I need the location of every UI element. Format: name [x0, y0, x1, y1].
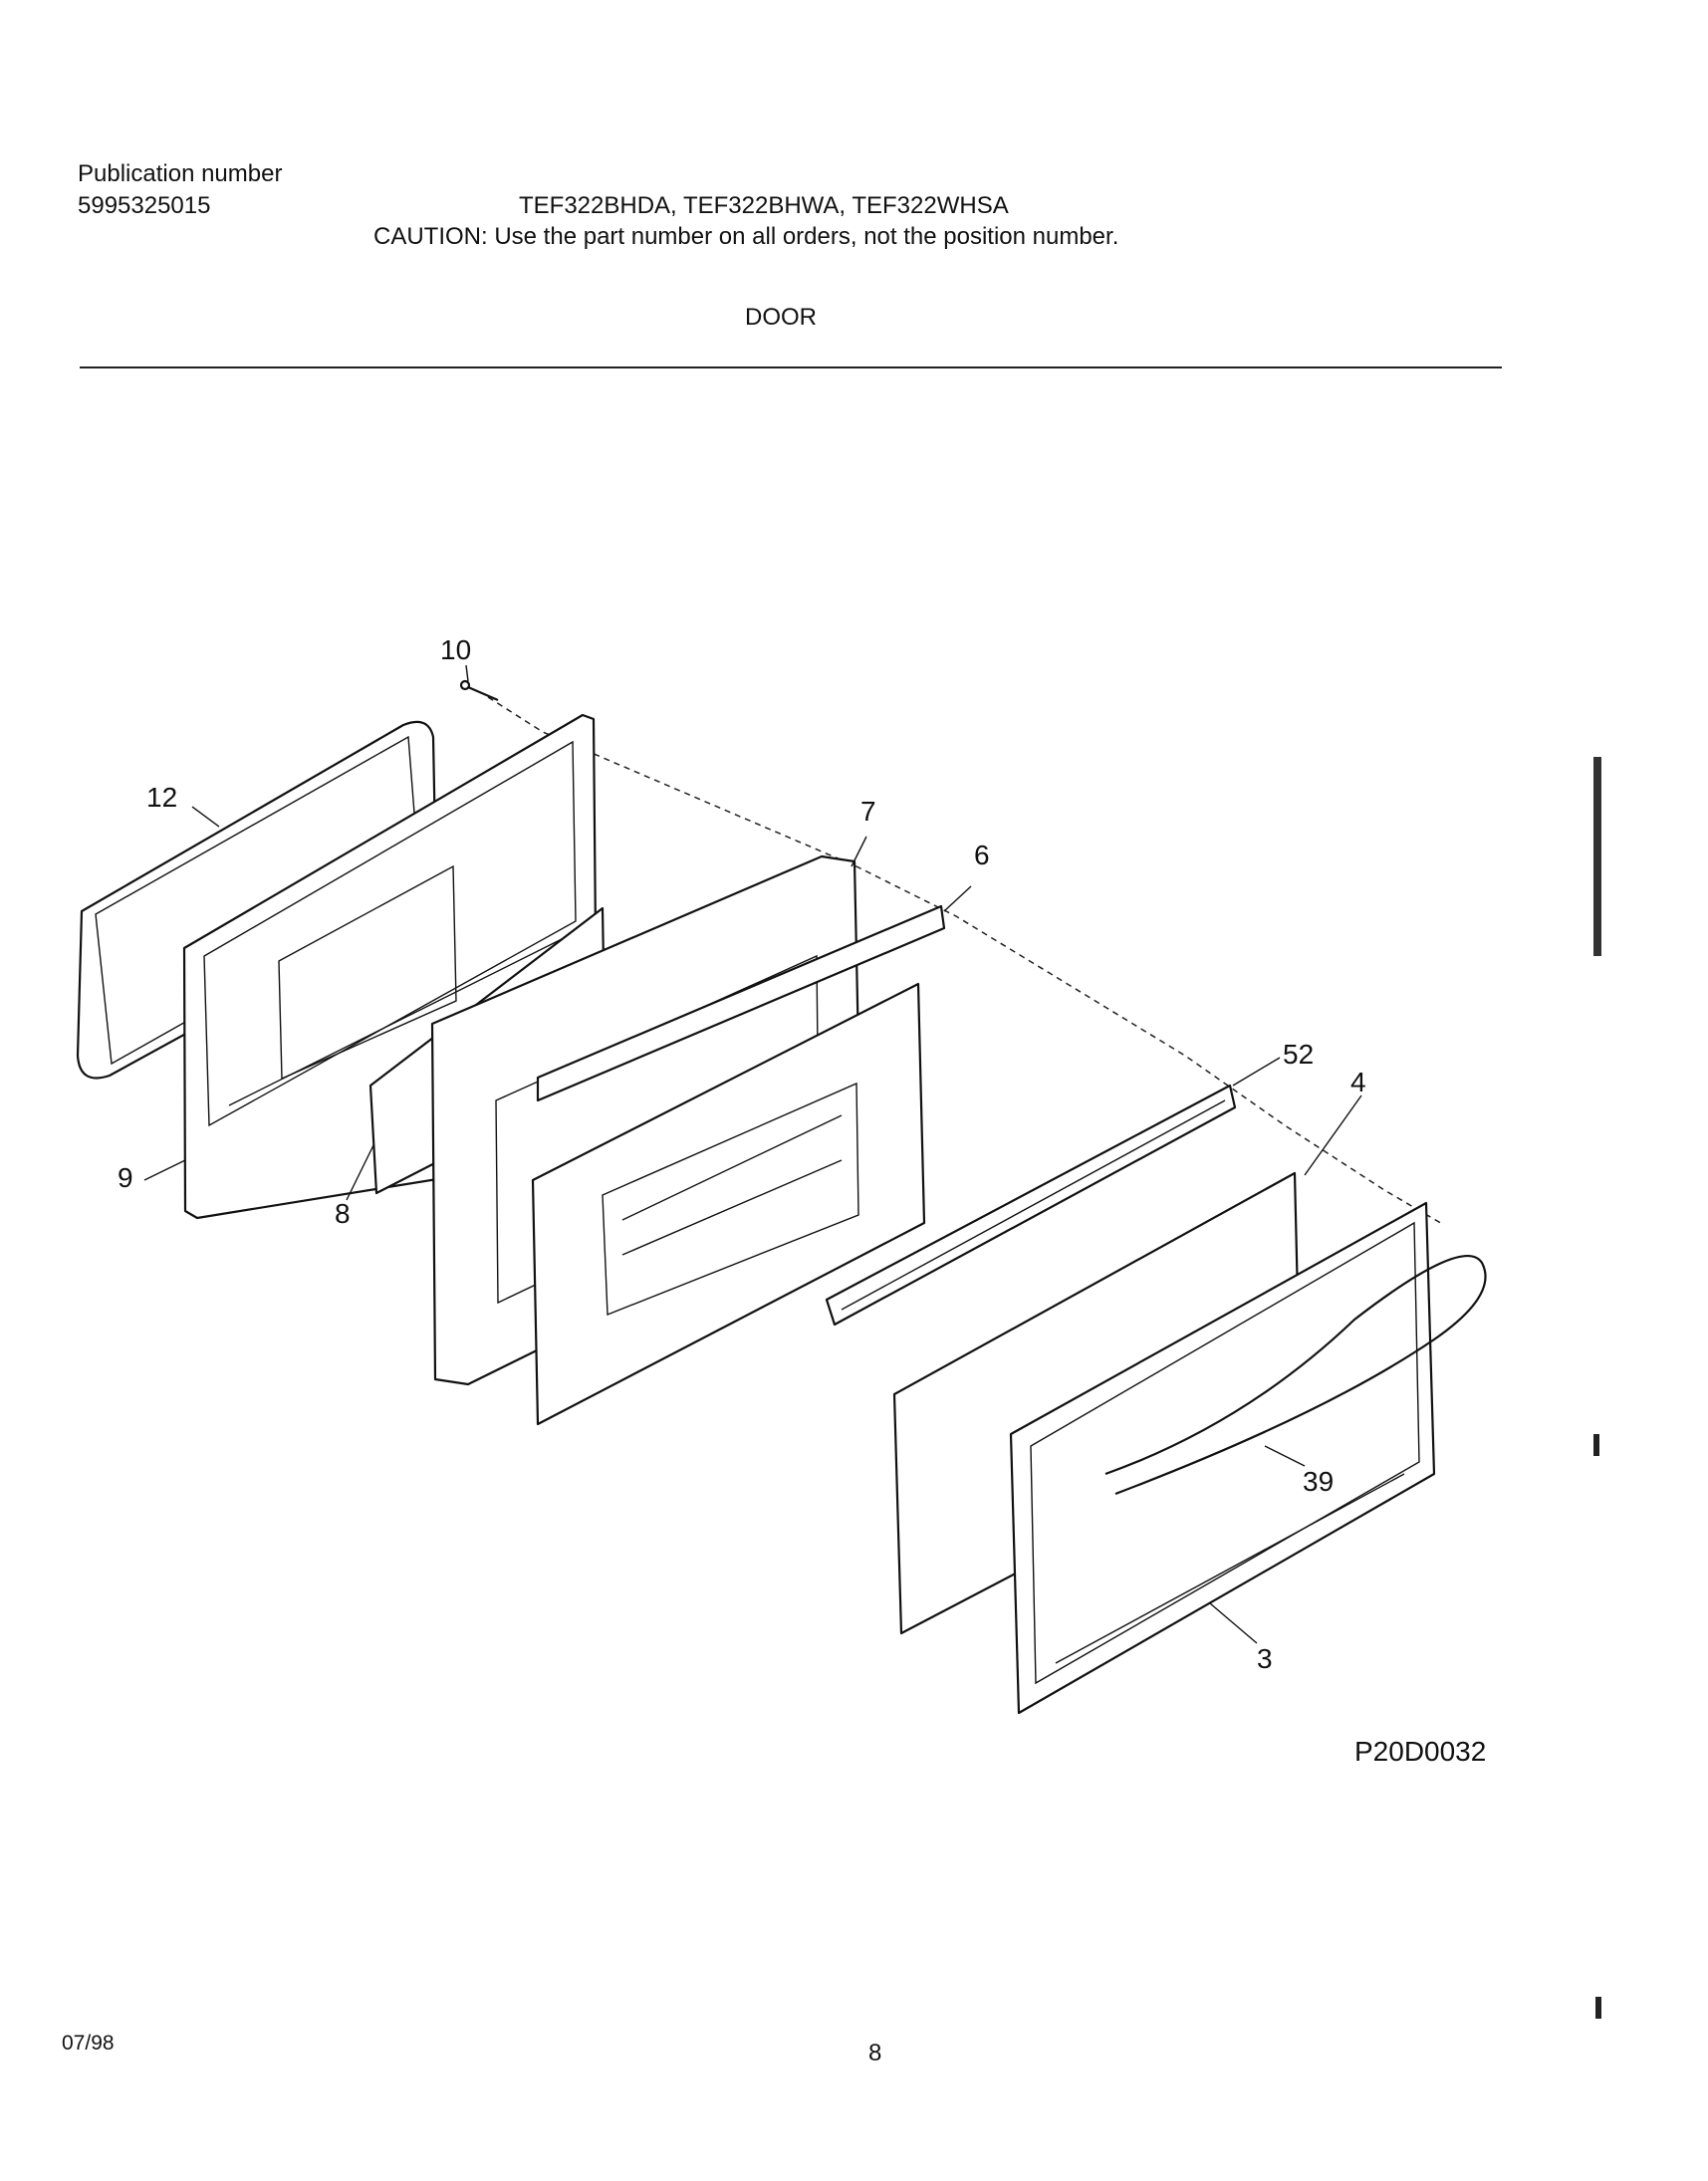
- header-divider: [80, 366, 1502, 368]
- section-title: DOOR: [745, 304, 817, 331]
- assembly-guide-line: [487, 696, 1445, 1226]
- scan-mark: [1593, 757, 1601, 956]
- page-number: 8: [868, 2040, 882, 2066]
- callout-leaders: [143, 664, 1362, 1644]
- caution-note: CAUTION: Use the part number on all orde…: [373, 223, 1119, 250]
- diagram-code: P20D0032: [1354, 1736, 1487, 1767]
- callout-4: 4: [1350, 1067, 1366, 1097]
- callout-39: 39: [1303, 1466, 1334, 1497]
- callout-8: 8: [335, 1198, 351, 1229]
- part-39-handle: [1104, 1254, 1487, 1496]
- callout-12: 12: [146, 782, 177, 813]
- callout-6: 6: [974, 840, 990, 870]
- publication-number: 5995325015: [78, 192, 211, 219]
- callout-9: 9: [118, 1162, 133, 1193]
- scan-mark: [1593, 1434, 1599, 1456]
- callout-7: 7: [860, 796, 876, 827]
- model-numbers: TEF322BHDA, TEF322BHWA, TEF322WHSA: [519, 192, 1009, 219]
- part-10-screw: [459, 679, 499, 702]
- footer-date: 07/98: [62, 2032, 115, 2055]
- callout-10: 10: [440, 634, 471, 665]
- callout-3: 3: [1257, 1643, 1273, 1674]
- publication-label: Publication number: [78, 160, 283, 187]
- part-3-outer-frame: [1009, 1201, 1436, 1715]
- scan-mark: [1595, 1997, 1601, 2019]
- part-52-trim: [825, 1084, 1237, 1327]
- callout-52: 52: [1283, 1039, 1314, 1070]
- part-6-frame: [531, 904, 946, 1426]
